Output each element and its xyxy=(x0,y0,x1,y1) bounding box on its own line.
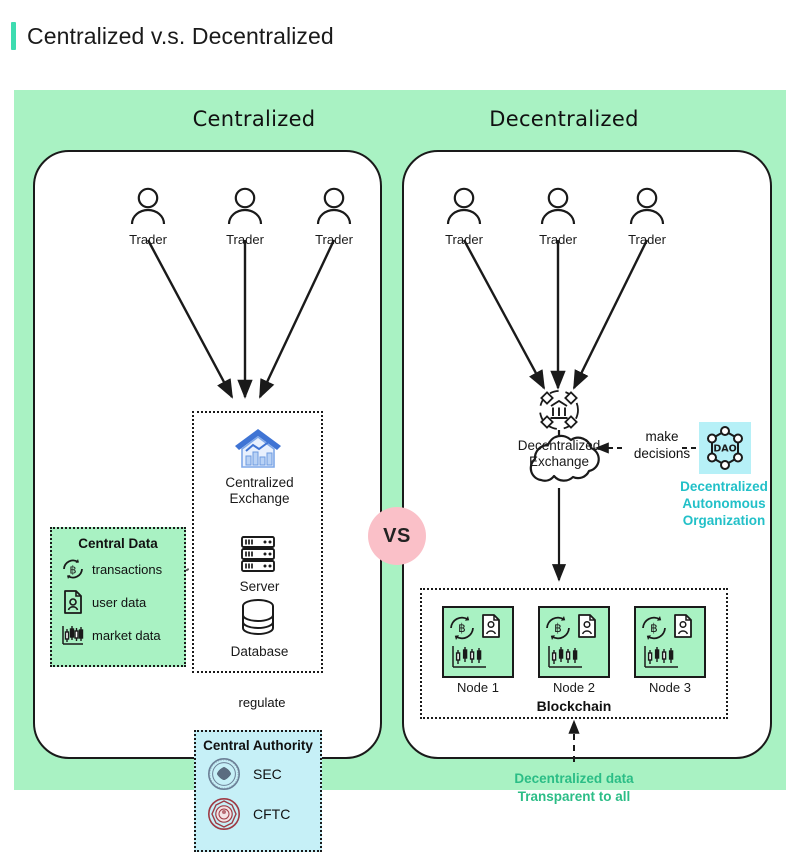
title-accent-bar xyxy=(11,22,16,50)
trader-right-3: Trader xyxy=(617,186,677,247)
dao-icon-text: DAO xyxy=(713,444,736,455)
authority-item-cftc: CFTC xyxy=(207,795,320,833)
trader-label: Trader xyxy=(445,232,483,247)
candlestick-chart-icon xyxy=(452,646,486,668)
authority-item-sec: SEC xyxy=(207,755,320,793)
candlestick-chart-icon xyxy=(644,646,678,668)
make-decisions-label: make decisions xyxy=(633,429,691,461)
central-data-item-label: market data xyxy=(92,627,161,643)
central-data-box: Central Data ฿ transactions user data xyxy=(50,527,186,667)
page-title: Centralized v.s. Decentralized xyxy=(27,22,334,49)
diagram-stage: Centralized Decentralized xyxy=(14,90,786,852)
blockchain-label: Blockchain xyxy=(536,698,612,714)
user-document-icon xyxy=(674,614,692,638)
central-data-item-user-data: user data xyxy=(60,587,184,617)
svg-text:฿: ฿ xyxy=(458,621,466,635)
central-data-heading: Central Data xyxy=(78,536,158,551)
blockchain-node-2: ฿ xyxy=(538,606,610,678)
dao-hexagon-icon: DAO xyxy=(707,426,743,470)
user-document-icon xyxy=(578,614,596,638)
user-document-icon xyxy=(64,590,82,614)
trader-right-1: Trader xyxy=(434,186,494,247)
transparency-note: Decentralized data Transparent to all xyxy=(514,771,634,804)
authority-item-label: CFTC xyxy=(253,806,291,822)
person-icon xyxy=(446,187,482,225)
house-chart-icon xyxy=(194,425,321,476)
central-data-item-label: user data xyxy=(92,594,147,610)
decentralized-exchange-label: Decentralized Exchange xyxy=(517,438,601,470)
person-icon xyxy=(316,187,352,225)
person-icon xyxy=(540,187,576,225)
central-data-item-label: transactions xyxy=(92,561,163,577)
trader-label: Trader xyxy=(539,232,577,247)
central-data-item-market-data: market data xyxy=(60,620,184,650)
sec-seal-icon xyxy=(208,758,240,790)
candlestick-chart-icon xyxy=(62,626,84,645)
column-heading-centralized: Centralized xyxy=(192,107,316,131)
person-icon xyxy=(227,187,263,225)
trader-left-2: Trader xyxy=(215,186,275,247)
cftc-seal-icon xyxy=(208,798,240,830)
candlestick-chart-icon xyxy=(548,646,582,668)
trader-left-1: Trader xyxy=(118,186,178,247)
blockchain-node-1: ฿ xyxy=(442,606,514,678)
bitcoin-cycle-icon: ฿ xyxy=(63,559,83,579)
centralized-exchange-label: Centralized Exchange xyxy=(225,475,294,507)
bitcoin-cycle-icon: ฿ xyxy=(450,616,474,640)
regulate-label: regulate xyxy=(238,695,286,710)
trader-label: Trader xyxy=(628,232,666,247)
server-label: Server xyxy=(239,579,280,594)
blockchain-node-label: Node 1 xyxy=(457,680,499,695)
dao-chip: DAO xyxy=(699,422,751,474)
blockchain-node-label: Node 2 xyxy=(553,680,595,695)
column-heading-decentralized: Decentralized xyxy=(489,107,639,131)
trader-right-2: Trader xyxy=(528,186,588,247)
trader-label: Trader xyxy=(226,232,264,247)
centralized-exchange-box: Centralized Exchange Server xyxy=(192,411,323,673)
page-header: Centralized v.s. Decentralized xyxy=(0,14,800,58)
central-authority-heading: Central Authority xyxy=(203,738,313,753)
dao-caption: Decentralized Autonomous Organization xyxy=(680,479,768,528)
blockchain-node-label: Node 3 xyxy=(649,680,691,695)
svg-text:฿: ฿ xyxy=(70,564,77,577)
user-document-icon xyxy=(482,614,500,638)
vs-badge: VS xyxy=(368,507,426,565)
bitcoin-cycle-icon: ฿ xyxy=(546,616,570,640)
central-data-item-transactions: ฿ transactions xyxy=(60,554,184,584)
bitcoin-cycle-icon: ฿ xyxy=(642,616,666,640)
authority-item-label: SEC xyxy=(253,766,282,782)
central-authority-box: Central Authority SEC CFTC xyxy=(194,730,322,852)
decentralized-bank-icon xyxy=(529,386,589,439)
person-icon xyxy=(629,187,665,225)
svg-text:฿: ฿ xyxy=(554,621,562,635)
svg-text:฿: ฿ xyxy=(650,621,658,635)
database-cylinder-icon xyxy=(194,597,321,644)
trader-label: Trader xyxy=(129,232,167,247)
server-rack-icon xyxy=(194,534,321,579)
person-icon xyxy=(130,187,166,225)
trader-label: Trader xyxy=(315,232,353,247)
trader-left-3: Trader xyxy=(304,186,364,247)
database-label: Database xyxy=(230,644,289,659)
blockchain-node-3: ฿ xyxy=(634,606,706,678)
